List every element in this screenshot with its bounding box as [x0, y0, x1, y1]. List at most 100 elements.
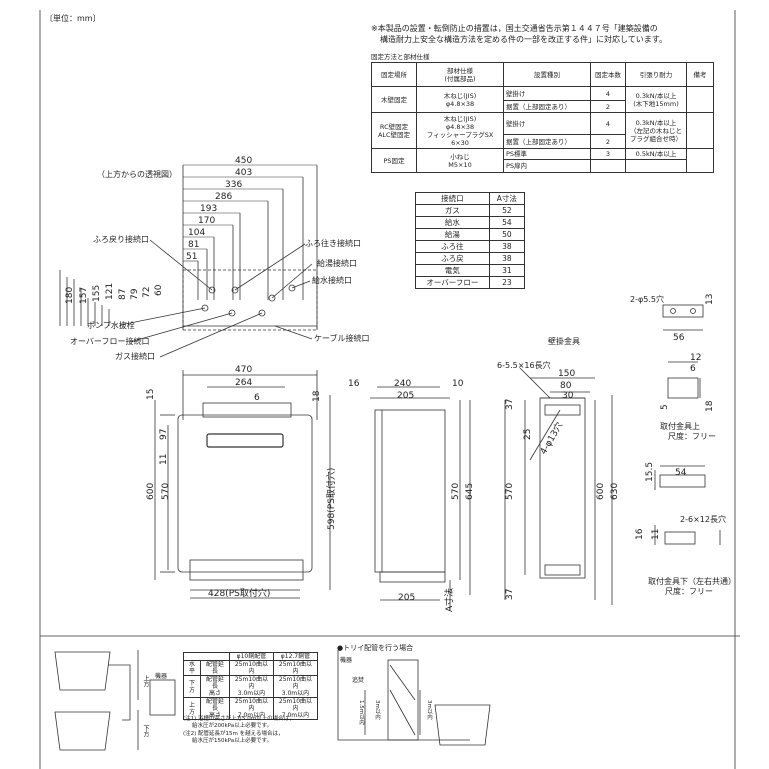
spec-header-member: 部材仕様 (付属部品): [416, 62, 504, 87]
bracket-bottom-scale: 尺度：フリー: [665, 587, 713, 596]
bracket-top-hole: 2-φ5.5穴: [630, 295, 664, 304]
pipe-cell: 25m10曲以内 3.0m以内: [272, 675, 319, 698]
port-a: 23: [488, 276, 526, 289]
spec-cell: 木ねじ(JIS) φ4.8×38: [416, 86, 504, 113]
dim-text: 570: [451, 483, 461, 500]
spec-cell: 小ねじ M5×10: [416, 148, 504, 173]
pipe-cell: 25m10曲以内 7.0m以内: [228, 697, 274, 720]
label-cable: ケーブル接続口: [314, 334, 370, 343]
dim-text: 193: [200, 204, 217, 214]
label-furo-go: ふろ往き接続口: [305, 239, 361, 248]
pipe-cell: 25m10曲以内 7.0m以内: [272, 697, 319, 720]
dim-text: 205: [397, 391, 414, 401]
dim-text: 37: [505, 399, 515, 410]
dim-text: 470: [235, 365, 252, 375]
dim-text: 97: [159, 429, 169, 440]
dim-text: 150: [558, 369, 575, 379]
dim-text: 630: [610, 483, 620, 500]
dim-text: 645: [465, 483, 475, 500]
dim-text: 54: [675, 468, 687, 478]
dim-text: 570: [505, 483, 515, 500]
dim-text: 87: [118, 289, 128, 300]
dim-text: 16: [635, 528, 645, 540]
pipe-table: φ10銅配管 φ12.7銅管 水平 配管延長 25m10曲以内 25m10曲以内…: [183, 652, 319, 720]
spec-cell: 木ねじ(JIS) φ4.8×38 フィッシャープラグSX 6×30: [416, 112, 504, 149]
spec-cell-remarks: [686, 86, 714, 113]
dim-text: 286: [215, 192, 232, 202]
dim-text: 37: [505, 589, 515, 600]
dim-text: 598(PS取付穴): [325, 468, 337, 530]
pipe-note-1: (注1) 浴槽の高さが上方5.0m以上の場合は，: [183, 716, 295, 722]
label-pump-drain: ポンプ水抜栓: [87, 321, 135, 330]
trap-dim-3: 3m以内: [426, 700, 432, 720]
dim-text: 170: [198, 216, 215, 226]
spec-cell: [625, 159, 687, 173]
pipe-note-3: (注2) 配管延長が15m を越える場合は，: [183, 731, 284, 737]
trap-device: 機器: [340, 657, 353, 664]
dim-text: 11: [651, 529, 661, 540]
dim-text: 180: [65, 287, 75, 304]
trap-dim-2: 3m以内: [374, 700, 380, 720]
dim-text: 11: [159, 454, 169, 465]
pipe-note-2: 給水圧が200kPa以上必要です。: [192, 723, 273, 729]
dim-text: 450: [235, 156, 252, 166]
dim-text: 403: [235, 168, 252, 178]
bracket-top-scale: 尺度：フリー: [668, 432, 716, 441]
dim-text: 6: [690, 364, 696, 374]
spec-cell-remarks: [686, 148, 714, 173]
pipe-cell: 25m10曲以内: [272, 660, 319, 676]
trap-reheat: 追焚: [352, 677, 365, 684]
pipe-cell: 水平: [183, 660, 201, 676]
dim-text: 600: [596, 483, 606, 500]
pipe-header: φ12.7銅管: [272, 652, 319, 661]
spec-table: 固定場所 部材仕様 (付属部品) 設置種別 固定本数 引張り耐力 備考 木壁固定…: [371, 62, 714, 173]
dim-text: 600: [146, 483, 156, 500]
pipe-header: [183, 652, 230, 661]
dim-text: 60: [154, 284, 164, 296]
port-a: 54: [488, 216, 526, 229]
spec-header-remarks: 備考: [686, 62, 714, 87]
dim-text: 15: [146, 389, 156, 400]
dim-text: 15.5: [645, 462, 655, 482]
spec-cell: 0.3kN/本以上 （左記の木ねじと プラグ組合せ時）: [625, 112, 687, 149]
top-view-title: （上方からの透視図）: [97, 170, 177, 179]
dim-text: 81: [188, 240, 199, 250]
pipe-cell: 配管延長: [199, 660, 230, 676]
bracket-top-caption: 取付金具上: [660, 422, 700, 431]
pipe-cell: 上方: [183, 697, 201, 720]
label-hot: 給湯接続口: [317, 259, 357, 268]
pipe-down-label: 下方: [142, 725, 149, 737]
bracket-bottom-hole: 2-6×12長穴: [680, 515, 726, 524]
dim-text: 157: [79, 287, 89, 304]
label-overflow: オーバーフロー接続口: [70, 337, 150, 346]
notice-line-1: ※本製品の設置・転倒防止の措置は，国土交通省告示第１４４７号「建築設備の: [371, 24, 658, 33]
pipe-note-4: 給水圧が150kPa以上必要です。: [192, 738, 273, 744]
spec-header-type: 設置種別: [503, 62, 591, 87]
dim-text: 5: [660, 404, 670, 410]
dim-text: 264: [235, 378, 252, 388]
dim-text: 10: [452, 379, 464, 389]
wall-bracket-title: 壁掛金具: [548, 337, 580, 346]
trap-title: ●トリイ配管を行う場合: [337, 644, 414, 652]
pipe-up-label: 上方: [142, 675, 149, 687]
dim-text: 72: [142, 287, 152, 298]
pipe-header: φ10銅配管: [228, 652, 274, 661]
label-gas: ガス接続口: [115, 352, 155, 361]
pipe-cell: 25m10曲以内 3.0m以内: [228, 675, 274, 698]
bracket-bottom-caption: 取付金具下（左右共通）: [648, 577, 736, 586]
dim-text: 104: [188, 228, 205, 238]
dim-text: 205: [398, 593, 415, 603]
dim-text: 12: [690, 353, 701, 363]
notice-line-2: 構造耐力上安全な構造方法を定める件の一部を改正する件」に対応しています。: [380, 35, 667, 44]
dim-text: A寸法: [443, 588, 455, 612]
dim-text: 240: [394, 379, 411, 389]
label-furo-return: ふろ戻り接続口: [93, 235, 149, 244]
dim-text: 336: [225, 180, 242, 190]
dim-text: 155: [92, 285, 102, 302]
unit-label: 〔単位：mm〕: [45, 14, 101, 23]
dim-text: 16: [348, 379, 360, 389]
spec-cell-remarks: [686, 112, 714, 149]
dim-text: 121: [105, 283, 115, 300]
